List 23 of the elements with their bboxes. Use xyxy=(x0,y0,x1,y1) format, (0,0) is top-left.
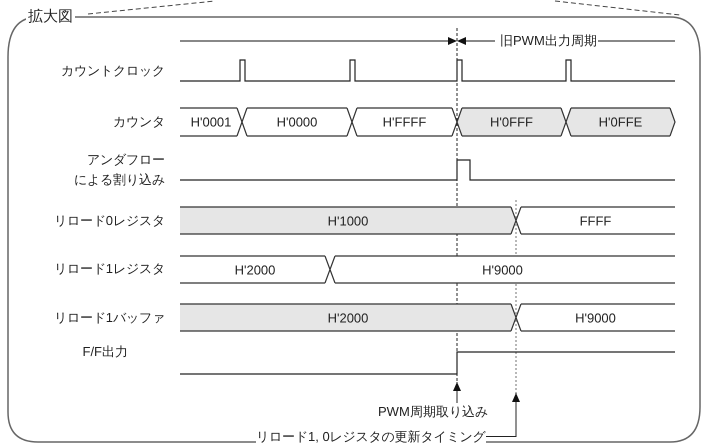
leader-arrow xyxy=(485,392,520,437)
signal-name: カウントクロック xyxy=(61,62,165,80)
signal-name: F/F出力 xyxy=(82,343,128,361)
bus-value-segment: H'9000 xyxy=(330,256,675,283)
frame-title: 拡大図 xyxy=(26,8,75,26)
bus-value-segment: H'9000 xyxy=(516,304,675,331)
signal-name: カウンタ xyxy=(113,113,165,131)
annotation-text: リロード1, 0レジスタの更新タイミング xyxy=(256,428,486,445)
signal-name: リロード1レジスタ xyxy=(54,260,165,278)
bus-value-segment: FFFF xyxy=(516,207,675,234)
bus-value-segment: H'2000 xyxy=(180,256,330,283)
leader-arrow xyxy=(453,382,461,404)
annotation-text: PWM周期取り込み xyxy=(378,403,488,420)
bus-value-segment: H'0FFE xyxy=(566,108,675,136)
bus-value-segment: H'FFFF xyxy=(352,108,457,136)
signal-name: アンダフローによる割り込み xyxy=(73,151,165,189)
bus-value-segment: H'0001 xyxy=(180,108,242,136)
bus-value-segment: H'2000 xyxy=(180,304,516,331)
bus-value-segment: H'0FFF xyxy=(457,108,566,136)
signal-name: リロード1バッファ xyxy=(54,309,165,327)
bus-value-segment: H'1000 xyxy=(180,207,516,234)
signal-name: リロード0レジスタ xyxy=(54,212,165,230)
bus-value-segment: H'0000 xyxy=(242,108,352,136)
